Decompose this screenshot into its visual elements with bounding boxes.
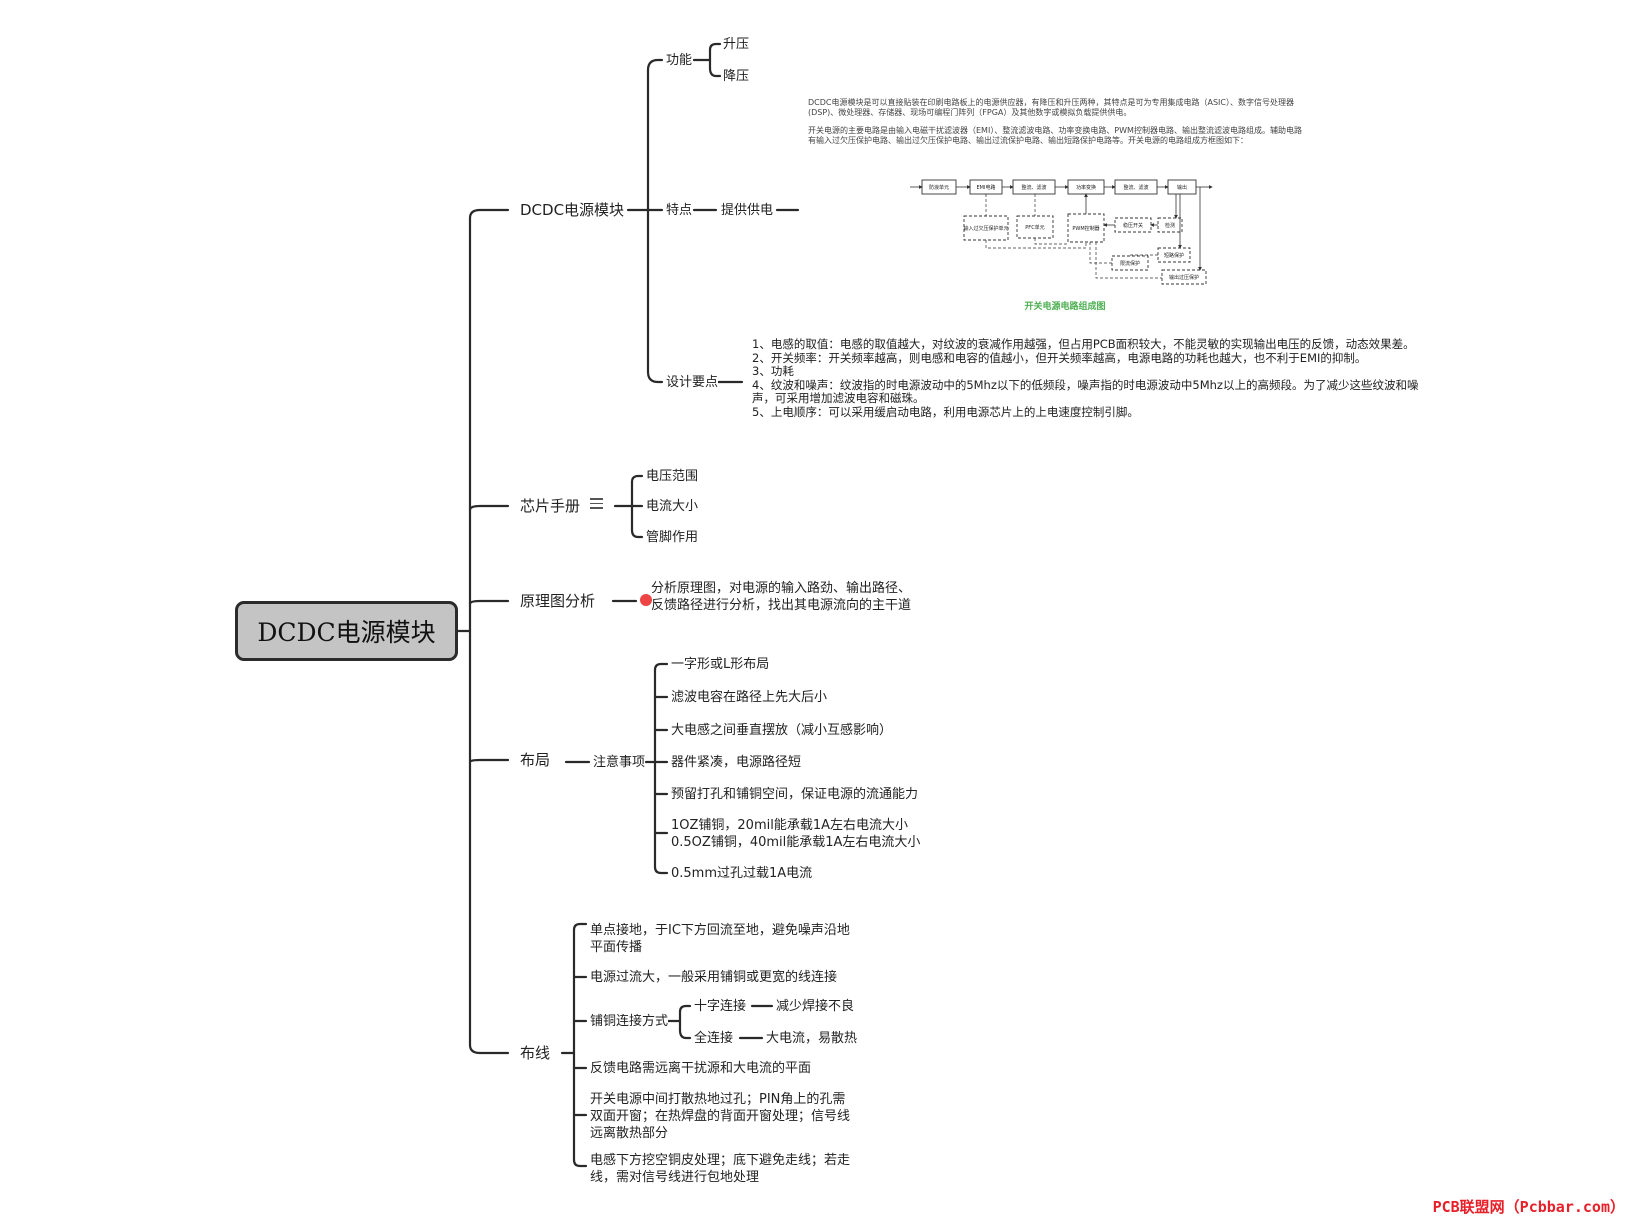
block-label: 整流、滤波 bbox=[1123, 184, 1148, 191]
topic-design-points[interactable]: 设计要点 bbox=[666, 374, 719, 391]
design-line: 4、纹波和噪声：纹波指的时电源波动中的5Mhz以下的低频段，噪声指的时电源波动中… bbox=[752, 377, 1419, 405]
design-points-text: 1、电感的取值：电感的取值越大，对纹波的衰减作用越强，但占用PCB面积较大，不能… bbox=[752, 337, 1424, 419]
embed-paragraph: DCDC电源模块是可以直接贴装在印刷电路板上的电源供应器，有降压和升压两种，其特… bbox=[808, 98, 1294, 117]
topic-chip-manual[interactable]: 芯片手册 bbox=[520, 496, 583, 516]
block-label: 检测 bbox=[1165, 222, 1175, 229]
block-label: 稳压开关 bbox=[1123, 222, 1143, 229]
embedded-description-image: DCDC电源模块是可以直接贴装在印刷电路板上的电源供应器，有降压和升压两种，其特… bbox=[808, 98, 1308, 154]
block-diagram-caption: 开关电源电路组成图 bbox=[1024, 302, 1106, 312]
block-box bbox=[963, 215, 1009, 241]
topic-current-size[interactable]: 电流大小 bbox=[646, 498, 699, 515]
topic-function[interactable]: 功能 bbox=[666, 52, 693, 69]
block-label: 短路保护 bbox=[1164, 252, 1184, 259]
block-label: 防浪单元 bbox=[929, 184, 949, 191]
layout-item[interactable]: 大电感之间垂直摆放（减小互感影响） bbox=[671, 722, 893, 739]
block-label: EMI电路 bbox=[977, 184, 996, 191]
routing-item[interactable]: 反馈电路需远离干扰源和大电流的平面 bbox=[590, 1060, 812, 1077]
layout-item[interactable]: 器件紧凑，电源路径短 bbox=[671, 754, 802, 771]
watermark: PCB联盟网（Pcbbar.com） bbox=[1432, 1198, 1625, 1216]
topic-dcdc-module[interactable]: DCDC电源模块 bbox=[520, 200, 627, 220]
layout-item[interactable]: 滤波电容在路径上先大后小 bbox=[671, 689, 828, 706]
topic-cross-note[interactable]: 减少焊接不良 bbox=[776, 998, 855, 1015]
layout-item[interactable]: 预留打孔和铺铜空间，保证电源的流通能力 bbox=[671, 786, 919, 803]
design-line: 1、电感的取值：电感的取值越大，对纹波的衰减作用越强，但占用PCB面积较大，不能… bbox=[752, 337, 1415, 351]
routing-item[interactable]: 电感下方挖空铜皮处理；底下避免走线；若走线，需对信号线进行包地处理 bbox=[590, 1152, 852, 1186]
layout-item[interactable]: 1OZ铺铜，20mil能承载1A左右电流大小 0.5OZ铺铜，40mil能承载1… bbox=[671, 817, 921, 851]
topic-cross-connect[interactable]: 十字连接 bbox=[694, 998, 747, 1015]
topic-buck[interactable]: 降压 bbox=[723, 68, 750, 85]
marker-red-dot[interactable] bbox=[640, 594, 652, 606]
topic-routing[interactable]: 布线 bbox=[520, 1043, 553, 1063]
routing-item[interactable]: 单点接地，于IC下方回流至地，避免噪声沿地平面传播 bbox=[590, 922, 852, 956]
block-box bbox=[1157, 217, 1183, 233]
topic-layout[interactable]: 布局 bbox=[520, 750, 553, 770]
block-label: 输入过欠压保护单元 bbox=[963, 225, 1008, 232]
topic-feature[interactable]: 特点 bbox=[666, 202, 693, 219]
design-line: 2、开关频率：开关频率越高，则电感和电容的值越小，但开关频率越高，电源电路的功耗… bbox=[752, 350, 1367, 365]
embed-paragraph: 开关电源的主要电路是由输入电磁干扰滤波器（EMI）、整流滤波电路、功率变换电路、… bbox=[808, 126, 1302, 145]
topic-schematic[interactable]: 原理图分析 bbox=[520, 591, 598, 611]
layout-item[interactable]: 0.5mm过孔过载1A电流 bbox=[671, 865, 813, 882]
block-label: 输出 bbox=[1177, 184, 1187, 191]
topic-voltage-range[interactable]: 电压范围 bbox=[646, 468, 699, 485]
layout-item[interactable]: 一字形或L形布局 bbox=[671, 656, 770, 673]
block-box bbox=[1161, 269, 1207, 285]
block-label: 功率变换 bbox=[1076, 184, 1096, 191]
topic-power-supply[interactable]: 提供供电 bbox=[721, 202, 774, 219]
notes-icon[interactable] bbox=[590, 498, 603, 510]
block-box bbox=[1067, 213, 1105, 243]
design-line: 5、上电顺序：可以采用缓启动电路，利用电源芯片上的上电速度控制引脚。 bbox=[752, 404, 1139, 419]
block-label: 输出过压保护 bbox=[1169, 274, 1199, 281]
topic-full-note[interactable]: 大电流，易散热 bbox=[766, 1030, 858, 1047]
topic-pin-function[interactable]: 管脚作用 bbox=[646, 529, 699, 546]
topic-full-connect[interactable]: 全连接 bbox=[694, 1030, 734, 1047]
block-label: PWM控制器 bbox=[1072, 225, 1099, 232]
block-label: 整流、滤波 bbox=[1021, 184, 1046, 191]
routing-item[interactable]: 电源过流大，一般采用铺铜或更宽的线连接 bbox=[590, 969, 838, 986]
schematic-description[interactable]: 分析原理图，对电源的输入路劲、输出路径、反馈路径进行分析，找出其电源流向的主干道 bbox=[651, 581, 912, 613]
routing-item[interactable]: 开关电源中间打散热地过孔；PIN角上的孔需双面开窗；在热焊盘的背面开窗处理；信号… bbox=[590, 1091, 852, 1142]
design-line: 3、功耗 bbox=[752, 364, 794, 378]
topic-notes[interactable]: 注意事项 bbox=[593, 754, 646, 771]
block-label: PFC单元 bbox=[1025, 224, 1044, 231]
block-diagram: 防浪单元 EMI电路 整流、滤波 功率变换 整流、滤波 输出 输入过欠压保护单元… bbox=[910, 179, 1213, 285]
routing-item-copper[interactable]: 铺铜连接方式 bbox=[590, 1013, 669, 1030]
topic-boost[interactable]: 升压 bbox=[723, 36, 750, 53]
block-label: 限流保护 bbox=[1120, 260, 1140, 267]
root-topic[interactable]: DCDC电源模块 bbox=[235, 601, 458, 661]
